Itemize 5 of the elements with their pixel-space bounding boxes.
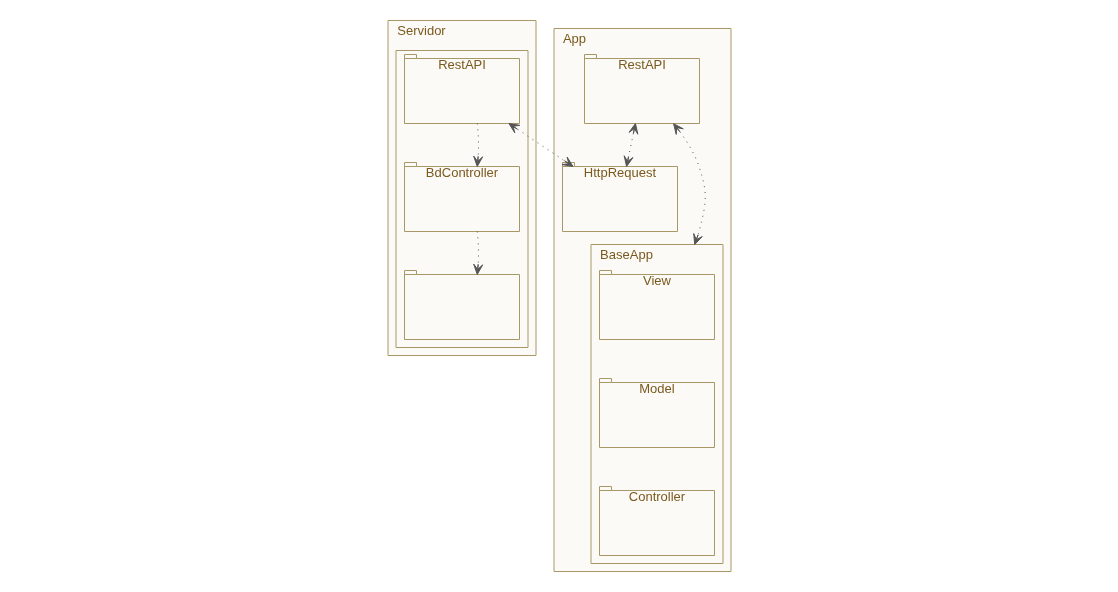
arrow xyxy=(472,231,483,275)
arrow xyxy=(472,123,483,167)
arrow xyxy=(623,123,638,167)
cluster xyxy=(395,50,528,348)
arrow xyxy=(672,123,706,245)
